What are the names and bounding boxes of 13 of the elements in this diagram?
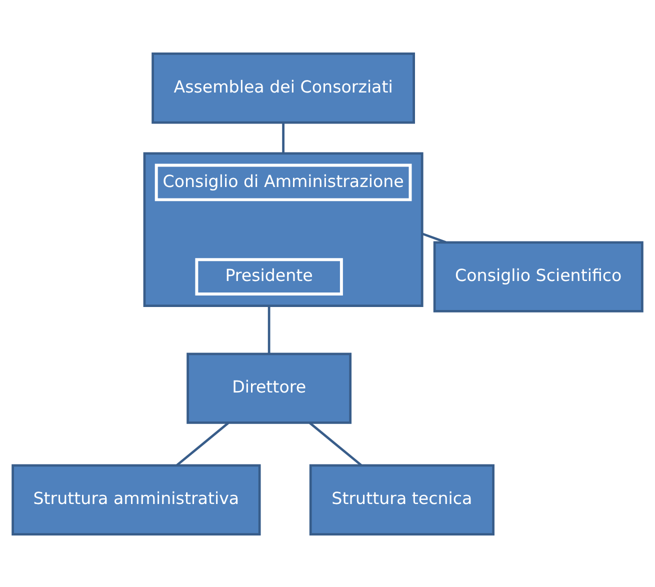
connector	[308, 421, 362, 466]
node-box: Presidente	[195, 258, 343, 295]
connector	[282, 122, 284, 153]
node-box: Struttura tecnica	[309, 464, 494, 535]
node-box: Consiglio Scientifico	[433, 240, 644, 312]
node-box: Direttore	[186, 352, 352, 424]
connector	[268, 305, 270, 354]
node-box: Assemblea dei Consorziati	[152, 52, 415, 124]
cluster	[143, 152, 424, 307]
node-box: Consiglio di Amministrazione	[154, 163, 412, 201]
connector	[422, 232, 446, 243]
node-box: Struttura amministrativa	[12, 464, 261, 535]
connector	[176, 421, 230, 466]
